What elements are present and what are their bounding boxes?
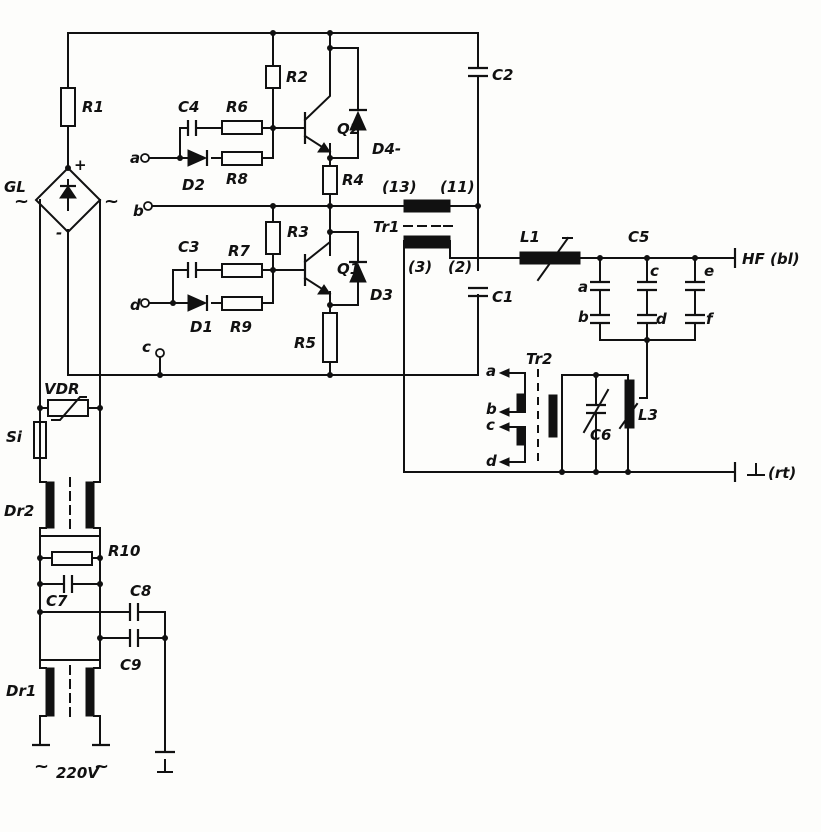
label-terminal-d: d (130, 296, 141, 314)
resistor-r7 (221, 263, 263, 278)
label-c9: C9 (120, 656, 141, 674)
label-c7: C7 (46, 592, 68, 610)
label-c3: C3 (178, 238, 199, 256)
label-mains-tilde-right: ~ (94, 756, 109, 777)
resistor-r4 (322, 165, 338, 195)
bridge-rectifier-gl (34, 166, 102, 234)
capacitor-c3 (186, 262, 198, 278)
label-r3: R3 (287, 223, 309, 241)
label-r8: R8 (226, 170, 248, 188)
label-pin3: (3) (408, 258, 432, 276)
resistor-r5 (322, 312, 338, 363)
label-terminal-b: b (133, 202, 144, 220)
transformer-tr1 (403, 199, 453, 249)
vdr-varistor (47, 399, 89, 417)
transistor-q2 (303, 87, 332, 154)
diode-d4 (349, 108, 367, 131)
c6-tuning-arrow (582, 388, 610, 434)
transformer-tr2 (498, 368, 558, 467)
diode-d2 (187, 149, 209, 167)
capacitor-c1 (468, 286, 488, 298)
resistors (33, 65, 338, 566)
label-terminal-a: a (130, 149, 140, 167)
label-pin13: (13) (382, 178, 417, 196)
label-tr2-d: d (486, 452, 497, 470)
capacitor-c2 (468, 66, 488, 78)
label-pin2: (2) (448, 258, 472, 276)
label-r6: R6 (226, 98, 248, 116)
label-r2: R2 (286, 68, 308, 86)
label-r10: R10 (108, 542, 140, 560)
label-c4: C4 (178, 98, 199, 116)
capacitor-c4 (186, 120, 198, 136)
diodes (187, 108, 367, 312)
terminals (140, 153, 765, 482)
label-c1: C1 (492, 288, 513, 306)
label-dr2: Dr2 (4, 502, 34, 520)
label-ac-left: ~ (14, 191, 29, 212)
resistor-r1 (60, 87, 76, 127)
label-d3: D3 (370, 286, 393, 304)
resistor-r2 (265, 65, 281, 89)
label-r9: R9 (230, 318, 252, 336)
label-tr2-a: a (486, 362, 496, 380)
label-tr2-c: c (486, 416, 495, 434)
inductor-l3 (618, 379, 639, 430)
label-r7: R7 (228, 242, 251, 260)
resistor-r10 (51, 551, 93, 566)
diode-d1 (187, 294, 209, 312)
label-si: Si (6, 428, 23, 446)
label-vdr: VDR (44, 380, 80, 398)
label-d4: D4- (372, 140, 401, 158)
choke-dr2 (39, 477, 101, 529)
label-hf: HF (bl) (742, 250, 800, 268)
label-r1: R1 (82, 98, 104, 116)
label-tr2-b: b (486, 400, 497, 418)
label-tr2: Tr2 (526, 350, 552, 368)
label-l1: L1 (520, 228, 540, 246)
label-minus: - (56, 224, 62, 242)
label-l3: L3 (638, 406, 658, 424)
label-mains-tilde-left: ~ (34, 756, 49, 777)
label-mains-voltage: 220V (56, 764, 100, 782)
label-c5b: b (578, 308, 589, 326)
label-q2: Q2 (337, 120, 360, 138)
resistor-r9 (221, 296, 263, 311)
label-plus: + (74, 156, 87, 174)
capacitors (62, 66, 705, 647)
label-d2: D2 (182, 176, 205, 194)
label-c5d: d (656, 310, 667, 328)
label-c5e: e (704, 262, 714, 280)
labels: R1 R2 C4 R6 Q2 D4- D2 R8 R4 C2 (13) (11)… (4, 66, 800, 782)
diode-d3 (349, 260, 367, 283)
label-q1: Q1 (337, 260, 360, 278)
label-gl: GL (4, 178, 26, 196)
choke-dr1 (39, 665, 101, 717)
label-rt: (rt) (768, 464, 796, 482)
label-tr1: Tr1 (373, 218, 399, 236)
transistor-q1 (303, 234, 332, 296)
label-dr1: Dr1 (6, 682, 36, 700)
junction-dots (37, 30, 698, 641)
resistor-r3 (265, 221, 281, 255)
label-c6: C6 (590, 426, 611, 444)
label-pin11: (11) (440, 178, 475, 196)
label-r4: R4 (342, 171, 364, 189)
label-r5: R5 (294, 334, 316, 352)
label-d1: D1 (190, 318, 213, 336)
label-c8: C8 (130, 582, 151, 600)
resistor-r6 (221, 120, 263, 135)
inductor-l1 (519, 236, 581, 282)
label-c5c: c (650, 262, 659, 280)
label-c5f: f (706, 310, 715, 328)
label-c5: C5 (628, 228, 649, 246)
resistor-r8 (221, 151, 263, 166)
label-terminal-c: c (142, 338, 151, 356)
label-c2: C2 (492, 66, 513, 84)
earth-ground-icon (155, 750, 175, 773)
label-ac-right: ~ (104, 191, 119, 212)
label-c5a: a (578, 278, 588, 296)
